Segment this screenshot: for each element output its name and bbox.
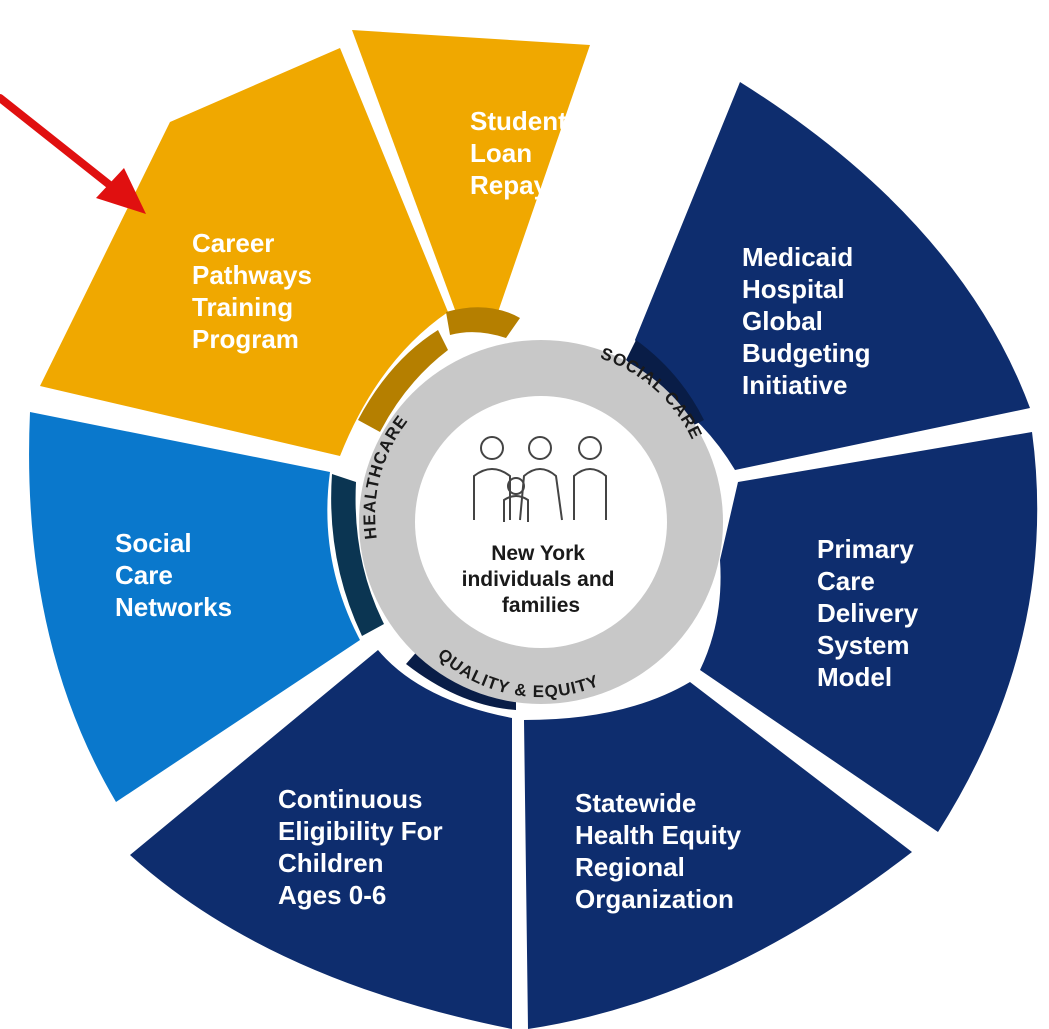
- label-medicaid-hospital-global-budgeting: Medicaid Hospital Global Budgeting Initi…: [742, 242, 878, 400]
- label-student-loan-repayment: Student Loan Repayment: [470, 106, 610, 200]
- segment-primary-care-delivery-system-model[interactable]: [700, 432, 1038, 832]
- center-line-3: families: [502, 594, 580, 617]
- label-statewide-health-equity-regional-org: Statewide Health Equity Regional Organiz…: [575, 788, 748, 914]
- segment-career-pathways-training[interactable]: [40, 48, 448, 456]
- center-line-1: New York: [491, 542, 585, 565]
- segment-statewide-health-equity-regional-org[interactable]: [524, 682, 912, 1029]
- family-icon: [473, 436, 607, 522]
- label-social-care-networks: Social Care Networks: [115, 528, 232, 622]
- red-arrow-icon: [0, 94, 146, 214]
- label-career-pathways-training: Career Pathways Training Program: [192, 228, 319, 354]
- label-primary-care-delivery-system-model: Primary Care Delivery System Model: [817, 534, 925, 692]
- label-continuous-eligibility-children: Continuous Eligibility For Children Ages…: [278, 784, 450, 910]
- segment-continuous-eligibility-children[interactable]: [130, 650, 512, 1029]
- center-disc: [415, 396, 667, 648]
- segment-medicaid-hospital-global-budgeting[interactable]: [635, 82, 1030, 470]
- center-line-2: individuals and: [462, 568, 615, 591]
- segment-social-care-networks[interactable]: [29, 412, 360, 802]
- segment-student-loan-repayment[interactable]: [352, 30, 590, 318]
- segments: [29, 30, 1038, 1029]
- center-label: New York individuals and families: [462, 542, 621, 617]
